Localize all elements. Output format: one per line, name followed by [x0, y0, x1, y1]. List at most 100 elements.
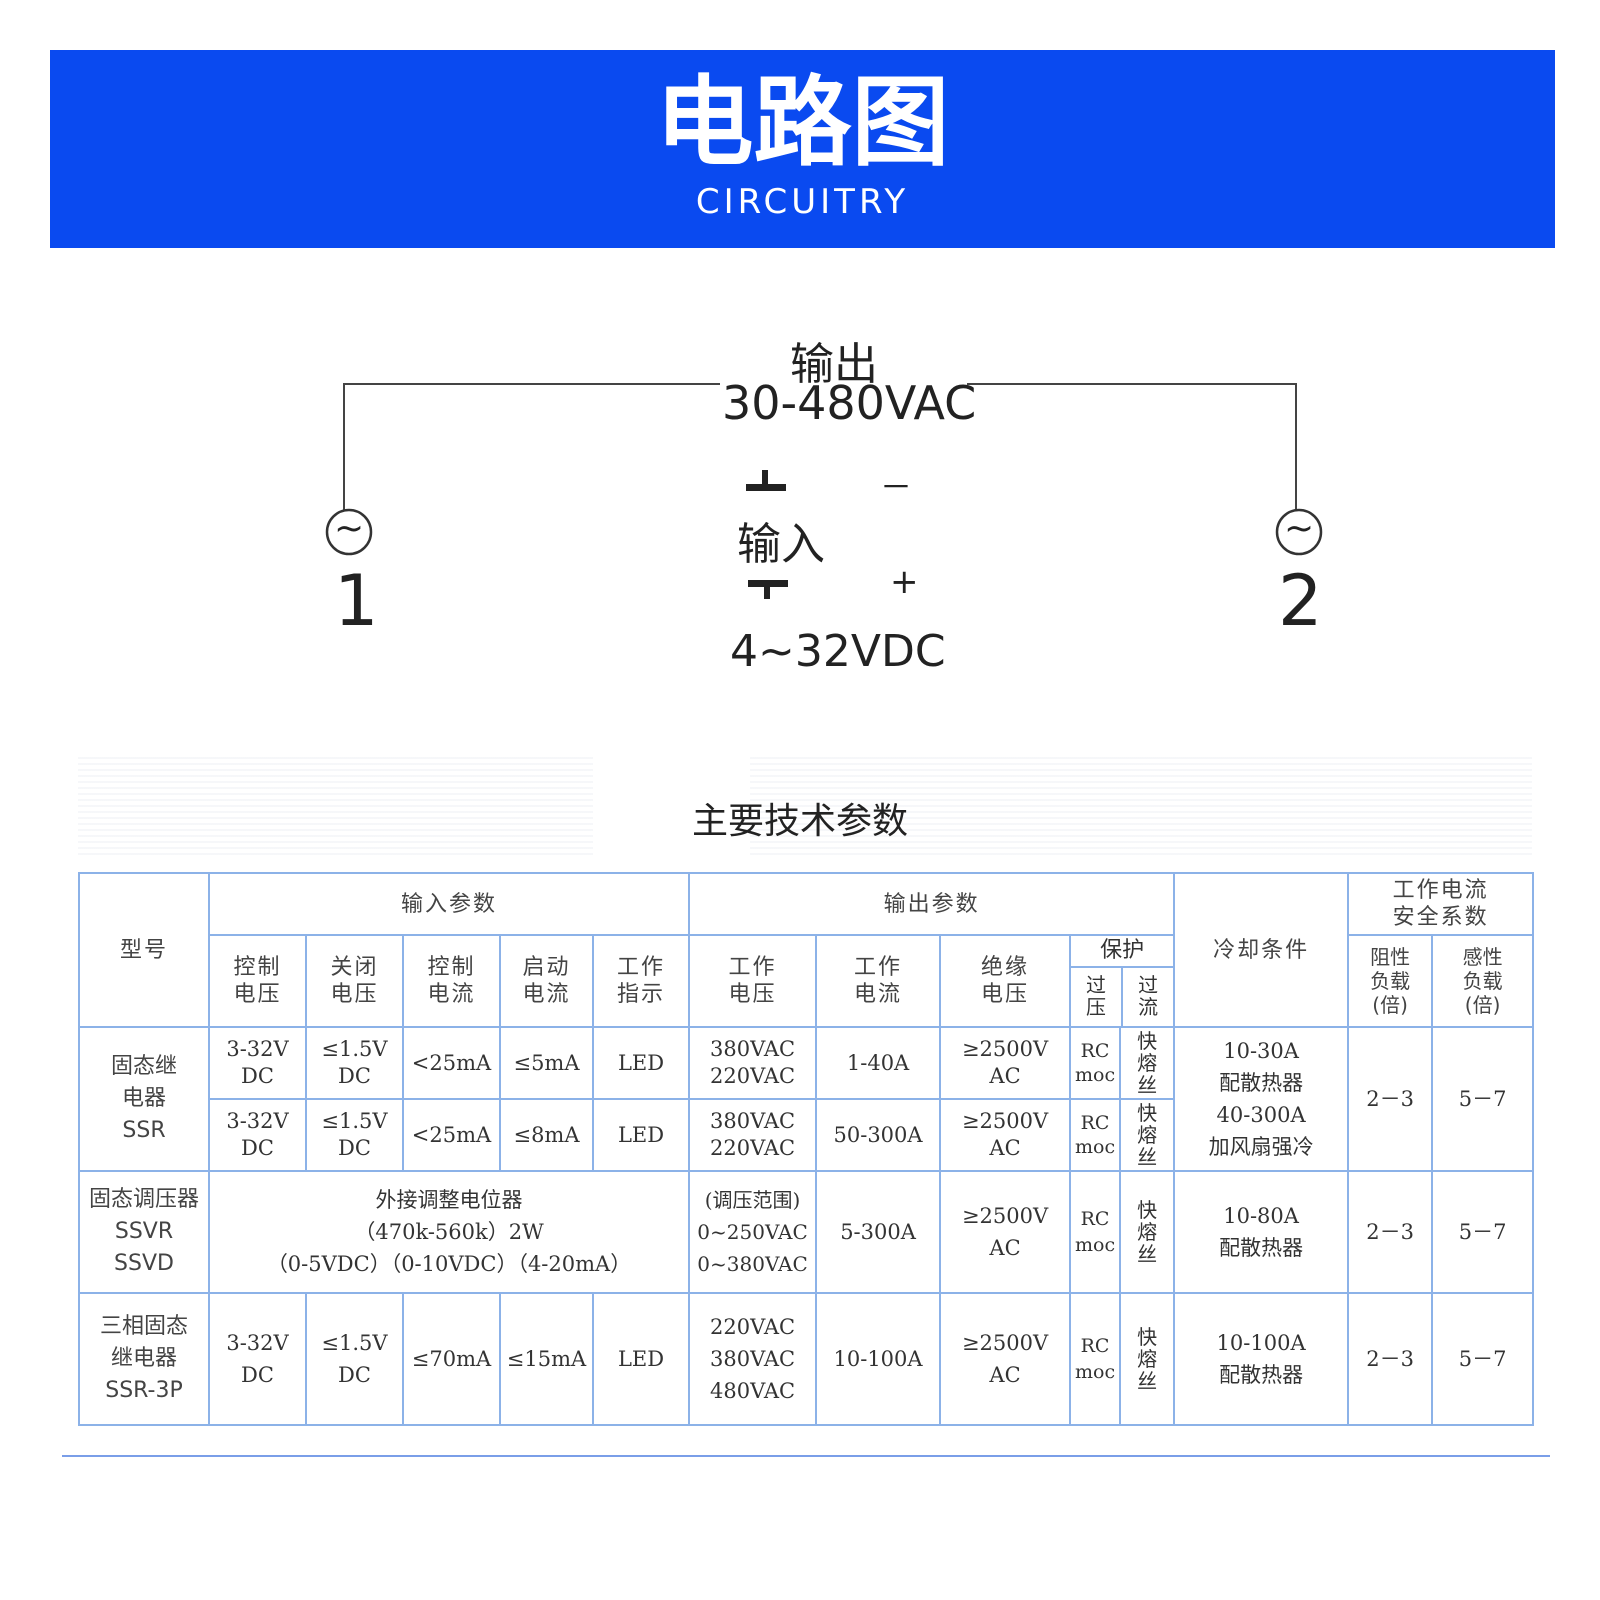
- cell-ssr2-overvoltage: RC moc: [1069, 1098, 1122, 1172]
- cell-ssr-inductive: 5－7: [1431, 1026, 1535, 1172]
- header-insulation-voltage: 绝缘 电压: [939, 934, 1072, 1028]
- cell-ssr-model: 固态继 电器 SSR: [78, 1026, 210, 1172]
- cell-ssr-resistive: 2－3: [1347, 1026, 1434, 1172]
- output-label: 输出: [790, 339, 878, 390]
- input-bar-bottom: [748, 580, 788, 587]
- header-control-voltage: 控制 电压: [208, 934, 307, 1028]
- cell-ssr2-control-current: <25mA: [402, 1098, 501, 1172]
- table-row-ssvr: 固态调压器 SSVR SSVD 外接调整电位器 （470k-560k）2W （0…: [78, 1170, 1535, 1294]
- cell-ssvr-overvoltage: RC moc: [1069, 1170, 1122, 1294]
- header-cooling: 冷却条件: [1173, 872, 1350, 1028]
- cell-ssr2-work-voltage: 380VAC 220VAC: [688, 1098, 818, 1172]
- cell-ssvr-overcurrent: 快 熔 丝: [1119, 1170, 1176, 1294]
- header-banner: 电路图 CIRCUITRY: [50, 50, 1555, 248]
- cell-ssr1-indicator: LED: [591, 1026, 691, 1100]
- header-work-voltage: 工作 电压: [688, 934, 818, 1028]
- header-control-current: 控制 电流: [402, 934, 501, 1028]
- header-protection: 保护: [1071, 936, 1174, 968]
- output-wire-left: [343, 383, 720, 520]
- spec-table: 型号 输入参数 输出参数 冷却条件 工作电流 安全系数 控制 电压 关闭 电压 …: [78, 872, 1535, 1426]
- table-title: 主要技术参数: [691, 801, 908, 842]
- cell-ssr3p-off-voltage: ≤1.5V DC: [305, 1292, 404, 1426]
- cell-ssr3p-indicator: LED: [591, 1292, 691, 1426]
- cell-ssr2-control-voltage: 3-32V DC: [208, 1098, 307, 1172]
- banner-title: 电路图: [655, 66, 950, 180]
- cell-ssr2-indicator: LED: [591, 1098, 691, 1172]
- cell-ssvr-cooling: 10-80A 配散热器: [1173, 1170, 1350, 1294]
- table-row-ssr-2: 3-32V DC ≤1.5V DC <25mA ≤8mA LED 380VAC …: [79, 1098, 1533, 1172]
- banner-subtitle: CIRCUITRY: [695, 182, 910, 222]
- cell-ssr2-overcurrent: 快 熔 丝: [1119, 1098, 1176, 1172]
- cell-ssr3p-insulation-voltage: ≥2500V AC: [939, 1292, 1072, 1426]
- terminal-2-label: 2: [1278, 560, 1323, 642]
- cell-ssr3p-control-current: ≤70mA: [402, 1292, 501, 1426]
- input-minus: －: [880, 468, 913, 506]
- cell-ssvr-work-voltage: (调压范围) 0~250VAC 0~380VAC: [688, 1170, 818, 1294]
- header-work-current: 工作 电流: [815, 934, 942, 1028]
- table-header-row-2: 控制 电压 关闭 电压 控制 电流 启动 电流 工作 指示 工作 电压 工作 电…: [79, 934, 1535, 1028]
- cell-ssr2-insulation-voltage: ≥2500V AC: [939, 1098, 1072, 1172]
- cell-ssr2-off-voltage: ≤1.5V DC: [305, 1098, 404, 1172]
- cell-ssr3p-work-voltage: 220VAC 380VAC 480VAC: [688, 1292, 818, 1426]
- cell-ssr3p-resistive: 2－3: [1347, 1292, 1434, 1426]
- cell-ssr1-overvoltage: RC moc: [1069, 1026, 1122, 1100]
- header-overvoltage: 过 压: [1071, 968, 1124, 1026]
- table-row-ssr-1: 固态继 电器 SSR 3-32V DC ≤1.5V DC <25mA ≤5mA …: [78, 1026, 1535, 1172]
- cell-ssr3p-inductive: 5－7: [1431, 1292, 1535, 1426]
- header-indicator: 工作 指示: [591, 934, 691, 1028]
- header-output-params: 输出参数: [688, 872, 1176, 936]
- cell-ssvr-input: 外接调整电位器 （470k-560k）2W （0-5VDC）（0-10VDC）（…: [207, 1170, 691, 1294]
- header-overcurrent: 过 流: [1138, 973, 1159, 1019]
- cell-ssr3p-cooling: 10-100A 配散热器: [1173, 1292, 1350, 1426]
- terminal-1-symbol: [325, 508, 373, 556]
- background-noise-left: [78, 755, 593, 855]
- input-plus: +: [890, 562, 919, 602]
- cell-ssr1-overcurrent: 快 熔 丝: [1119, 1026, 1176, 1100]
- cell-ssr3p-start-current: ≤15mA: [499, 1292, 594, 1426]
- header-input-params: 输入参数: [207, 872, 691, 936]
- header-off-voltage: 关闭 电压: [305, 934, 404, 1028]
- input-bar-top: [746, 484, 786, 491]
- output-voltage: 30-480VAC: [722, 376, 977, 430]
- header-protection-group: 保护 过 压 过 流: [1069, 934, 1176, 1028]
- cell-ssr1-insulation-voltage: ≥2500V AC: [939, 1026, 1072, 1100]
- output-wire-right: [967, 383, 1297, 510]
- cell-ssr1-off-voltage: ≤1.5V DC: [305, 1026, 404, 1100]
- cell-ssr2-start-current: ≤8mA: [499, 1098, 594, 1172]
- cell-ssvr-work-current: 5-300A: [815, 1170, 942, 1294]
- cell-ssr1-work-voltage: 380VAC 220VAC: [688, 1026, 818, 1100]
- cell-ssr1-control-voltage: 3-32V DC: [208, 1026, 307, 1100]
- terminal-1-label: 1: [334, 560, 379, 642]
- header-start-current: 启动 电流: [499, 934, 594, 1028]
- cell-ssr-cooling: 10-30A 配散热器 40-300A 加风扇强冷: [1173, 1026, 1350, 1172]
- bottom-divider: [62, 1455, 1550, 1457]
- table-header-row-1: 型号 输入参数 输出参数 冷却条件 工作电流 安全系数: [78, 872, 1535, 1028]
- table-row-ssr3p: 三相固态 继电器 SSR-3P 3-32V DC ≤1.5V DC ≤70mA …: [78, 1292, 1535, 1426]
- header-inductive-load: 感性 负载 (倍): [1431, 934, 1535, 1028]
- input-label: 输入: [737, 519, 825, 570]
- input-stem-top: [762, 470, 768, 486]
- cell-ssr3p-work-current: 10-100A: [815, 1292, 942, 1426]
- cell-ssr2-work-current: 50-300A: [815, 1098, 942, 1172]
- input-voltage: 4~32VDC: [730, 626, 946, 677]
- cell-ssr1-start-current: ≤5mA: [499, 1026, 594, 1100]
- cell-ssvr-resistive: 2－3: [1347, 1170, 1434, 1294]
- cell-ssvr-model: 固态调压器 SSVR SSVD: [78, 1170, 210, 1294]
- cell-ssvr-insulation-voltage: ≥2500V AC: [939, 1170, 1072, 1294]
- terminal-1-tilde: ~: [334, 508, 365, 549]
- input-stem-bottom: [764, 585, 770, 599]
- cell-ssr3p-control-voltage: 3-32V DC: [208, 1292, 307, 1426]
- header-safety: 工作电流 安全系数: [1347, 872, 1535, 936]
- header-model: 型号: [78, 872, 210, 1028]
- terminal-2-tilde: ~: [1284, 508, 1315, 549]
- cell-ssvr-inductive: 5－7: [1431, 1170, 1535, 1294]
- cell-ssr1-control-current: <25mA: [402, 1026, 501, 1100]
- cell-ssr1-work-current: 1-40A: [815, 1026, 942, 1100]
- circuit-lines: [325, 383, 1323, 599]
- header-resistive-load: 阻性 负载 (倍): [1347, 934, 1434, 1028]
- cell-ssr3p-overcurrent: 快 熔 丝: [1119, 1292, 1176, 1426]
- cell-ssr3p-model: 三相固态 继电器 SSR-3P: [78, 1292, 210, 1426]
- circuit-diagram: ~ ~ 输出 30-480VAC － 输入 + 4~32VDC 1 2: [0, 0, 1600, 700]
- terminal-2-symbol: [1275, 508, 1323, 556]
- background-noise-right: [750, 755, 1532, 855]
